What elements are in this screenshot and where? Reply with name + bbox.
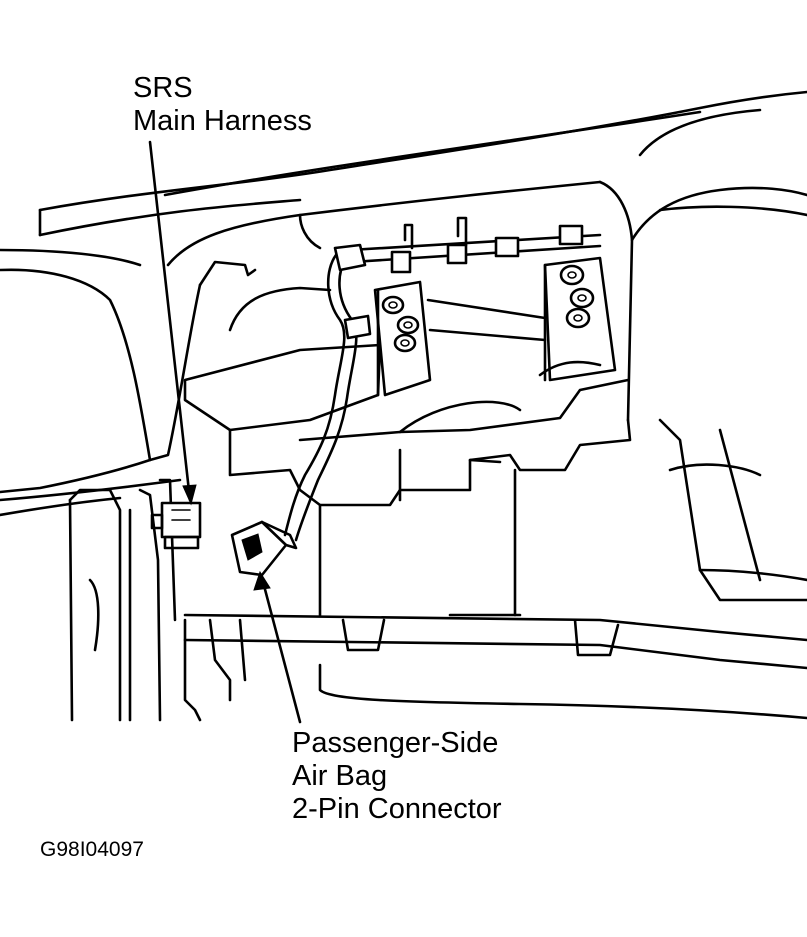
upper-rail — [348, 216, 602, 274]
srs-harness-callout: SRS Main Harness — [133, 72, 312, 138]
passenger-connector-callout-line3: 2-Pin Connector — [292, 793, 502, 825]
leader-srs-harness — [148, 140, 197, 506]
left-mount-bracket — [373, 280, 547, 397]
passenger-connector-callout-line2: Air Bag — [292, 760, 388, 792]
passenger-connector-callout: Passenger-Side Air Bag 2-Pin Connector — [292, 727, 502, 826]
figure-code: G98I04097 — [40, 838, 144, 861]
passenger-airbag-2pin-connector — [230, 520, 298, 577]
airbag-harness-wires — [283, 243, 372, 542]
leader-passenger-connector — [253, 570, 302, 724]
right-mount-bracket — [543, 256, 617, 382]
left-pillar-outline — [0, 248, 182, 517]
glove-box-frame — [148, 108, 807, 462]
srs-main-harness-connector — [150, 501, 202, 550]
srs-harness-callout-line1: SRS — [133, 72, 193, 104]
dash-top-outline — [38, 90, 807, 237]
srs-harness-callout-line2: Main Harness — [133, 105, 312, 137]
airbag-module — [183, 286, 632, 617]
left-lower-column — [68, 488, 247, 722]
lower-dash-panel — [158, 418, 807, 720]
passenger-connector-callout-line1: Passenger-Side — [292, 727, 499, 759]
